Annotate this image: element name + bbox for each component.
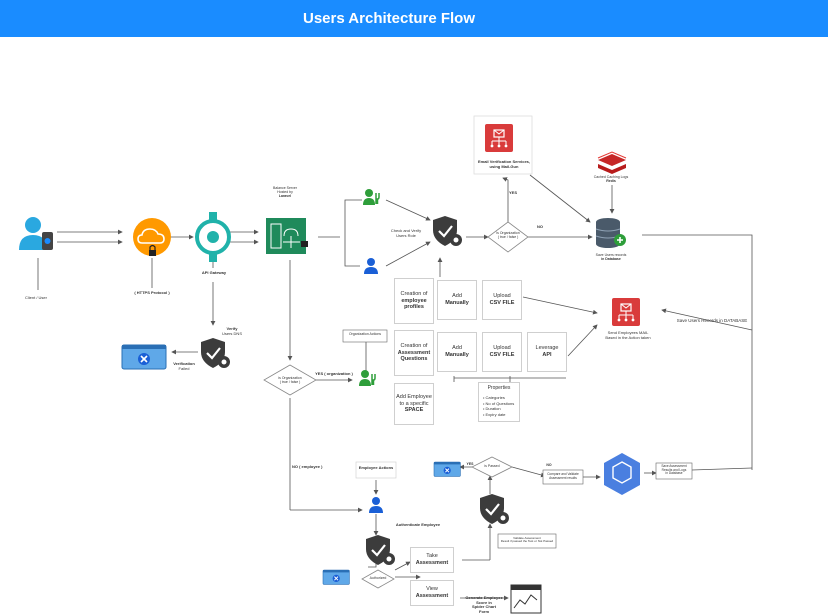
header-bar: Users Architecture Flow bbox=[0, 0, 828, 37]
org-actions-label: Organization Actions bbox=[348, 332, 382, 336]
spider-chart-icon bbox=[510, 584, 542, 614]
property-item: • Duration bbox=[483, 406, 501, 412]
balancer-server-icon bbox=[266, 218, 308, 254]
employee-actions-label: Employee Actions bbox=[358, 465, 394, 470]
save-assessment-box bbox=[655, 462, 693, 480]
properties-title: Properties bbox=[487, 385, 511, 391]
email-service-icon bbox=[484, 123, 514, 153]
api-gateway-label: API Gateway bbox=[201, 270, 227, 275]
cell-properties: Properties • Categories • No of Question… bbox=[478, 382, 520, 422]
email-service-frame bbox=[473, 115, 533, 175]
email-service-label: Email Verification Services,using Mail-G… bbox=[477, 159, 531, 169]
check-role-shield-icon bbox=[431, 214, 464, 248]
redis-icon bbox=[597, 151, 627, 174]
no-label-2: NO bbox=[546, 463, 552, 467]
auth-employee-shield-icon bbox=[364, 533, 397, 567]
no-employee-label: NO ( employee ) bbox=[292, 464, 323, 469]
diamond-authorized bbox=[361, 569, 395, 589]
org-actions-callout bbox=[342, 329, 388, 343]
diagram-title: Users Architecture Flow bbox=[303, 10, 475, 27]
authorized-label: Authorized bbox=[369, 576, 387, 580]
send-mail-icon bbox=[611, 297, 641, 327]
yes-label-2: YES bbox=[466, 462, 474, 466]
org-actions-user-icon bbox=[358, 369, 376, 387]
diamond-is-org-1 bbox=[487, 221, 529, 253]
property-item: • Categories bbox=[483, 395, 505, 400]
connectors bbox=[37, 174, 753, 601]
verification-failed-icon bbox=[121, 344, 167, 370]
database-icon bbox=[595, 218, 626, 248]
compare-box bbox=[542, 469, 584, 485]
client-label: Client / User bbox=[24, 295, 47, 300]
yes-label-1: YES bbox=[508, 190, 517, 195]
is-org-2-label: is Organization( true / false ) bbox=[278, 376, 302, 385]
client-user-icon bbox=[19, 217, 53, 250]
yes-org-label: YES ( organization ) bbox=[315, 371, 353, 376]
cloud-icon bbox=[133, 218, 171, 256]
https-label: ( HTTPS Protocol ) bbox=[134, 290, 170, 295]
no-label-1: NO bbox=[537, 224, 543, 229]
diamond-is-passed bbox=[471, 456, 513, 478]
validate-shield-icon bbox=[478, 492, 511, 526]
employee-actions-callout bbox=[355, 461, 397, 479]
save-records-label: Save Users Records in DATABASE bbox=[676, 318, 748, 323]
failed-small-icon-1 bbox=[433, 461, 461, 477]
validate-box bbox=[497, 533, 557, 549]
verify-dns-shield-icon bbox=[199, 336, 232, 370]
properties-list: • Categories • No of Questions • Duratio… bbox=[483, 395, 514, 417]
employee-user-icon bbox=[364, 258, 378, 274]
is-org-1-label: is Organization( true / false ) bbox=[496, 231, 520, 240]
compare-cube-icon bbox=[604, 453, 640, 495]
auth-employee-label: Authenticate Employee bbox=[395, 522, 441, 527]
property-item: • Expiry date bbox=[483, 411, 506, 417]
property-item: • No of Questions bbox=[483, 400, 515, 406]
is-passed-label: is Passed bbox=[484, 464, 500, 468]
api-gateway-icon bbox=[195, 212, 231, 262]
failed-small-icon-2 bbox=[322, 569, 350, 585]
organization-user-icon bbox=[362, 188, 380, 206]
employee-actions-user-icon bbox=[369, 497, 383, 513]
diamond-is-org-2 bbox=[263, 364, 317, 396]
